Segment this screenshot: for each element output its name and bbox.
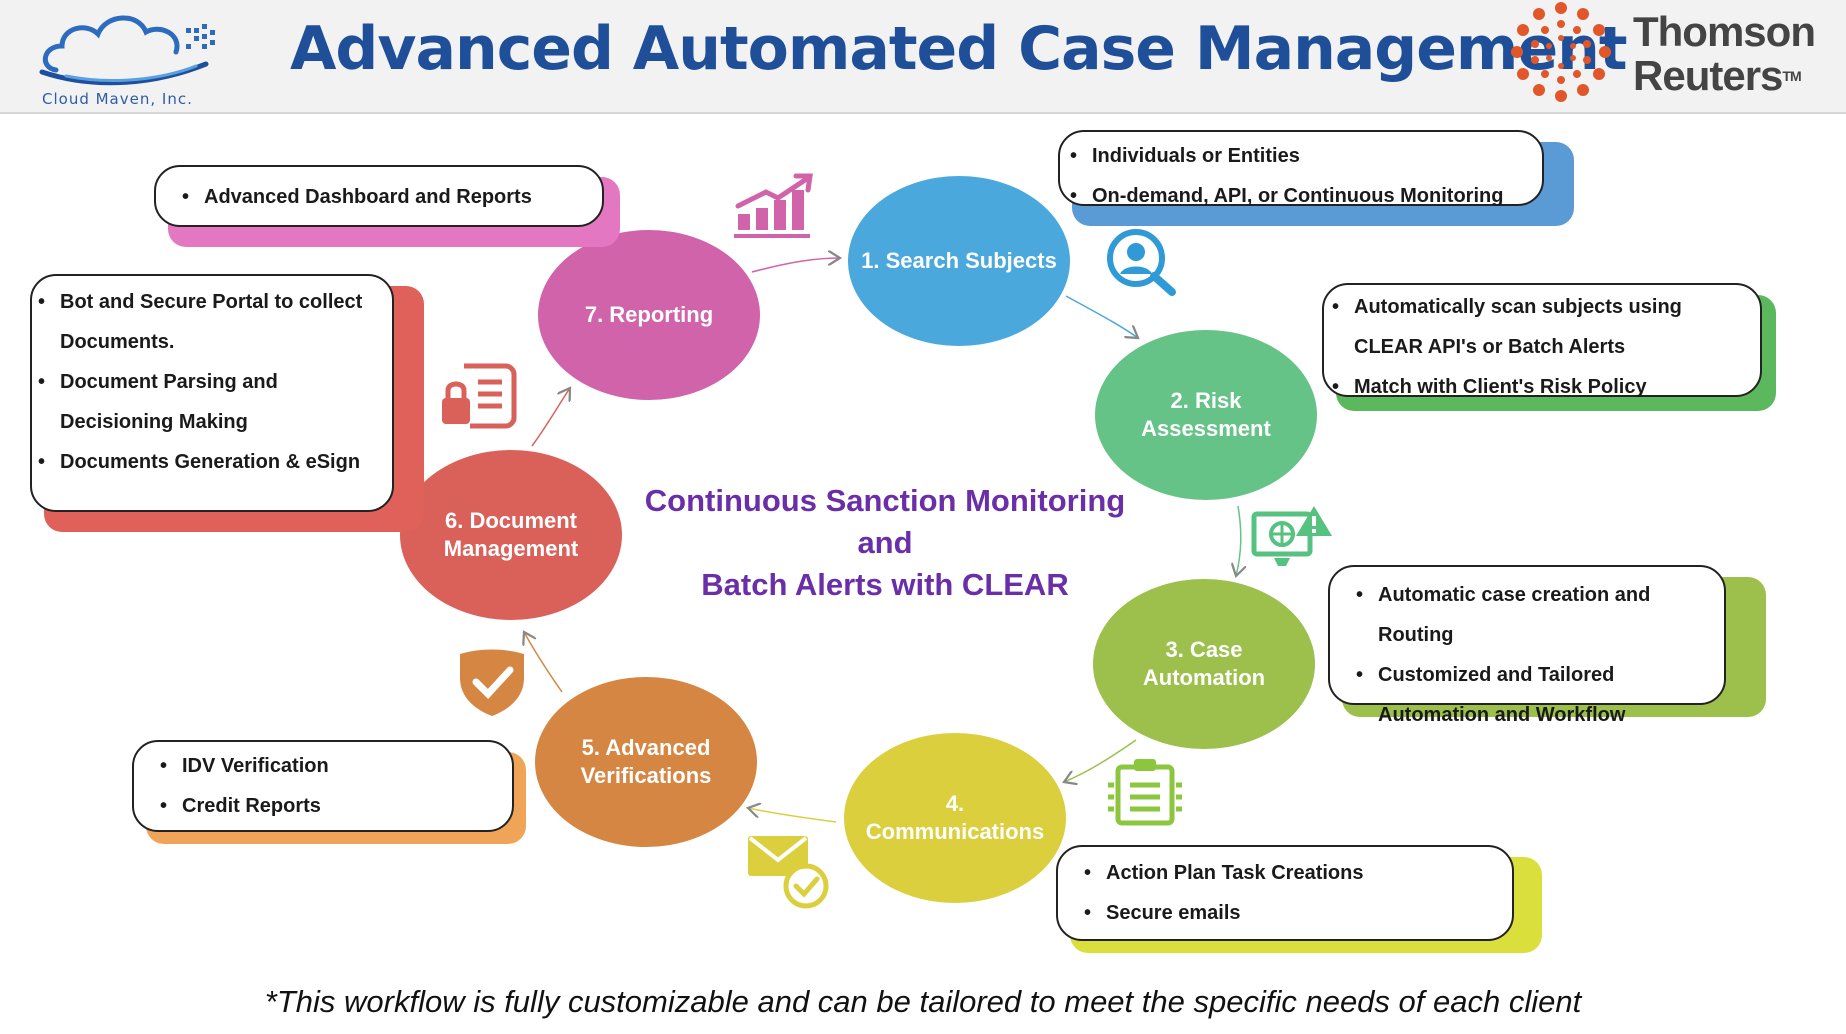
- bullet-item: Credit Reports: [160, 786, 494, 826]
- center-line-2: and: [857, 525, 913, 560]
- tr-line-2: ReutersTM: [1633, 54, 1815, 98]
- center-caption: Continuous Sanction Monitoring and Batch…: [630, 480, 1140, 606]
- bullet-item: Action Plan Task Creations: [1084, 853, 1494, 893]
- bullet-item: Bot and Secure Portal to collect Documen…: [38, 282, 374, 362]
- bullet-item: Automatically scan subjects using CLEAR …: [1332, 287, 1742, 367]
- arrow-6-to-7: [531, 388, 570, 447]
- callout-box: Automatic case creation and Routing Cust…: [1328, 565, 1726, 726]
- callout-box: Bot and Secure Portal to collect Documen…: [30, 274, 394, 512]
- callout-box: Automatically scan subjects using CLEAR …: [1322, 283, 1762, 407]
- bullet-item: On-demand, API, or Continuous Monitoring: [1070, 176, 1524, 216]
- arrow-4-to-5: [748, 808, 837, 823]
- tr-line-1: Thomson: [1633, 8, 1816, 55]
- bullet-item: Individuals or Entities: [1070, 136, 1524, 176]
- step-7-label: 7. Reporting: [584, 302, 714, 327]
- thomson-reuters-wordmark: Thomson ReutersTM: [1633, 8, 1816, 98]
- step-5-label: 5. Advanced Verifications: [580, 735, 712, 788]
- center-line-1: Continuous Sanction Monitoring: [644, 483, 1126, 518]
- arrow-7-to-1: [751, 258, 840, 273]
- thomson-reuters-logo: Thomson ReutersTM: [1505, 0, 1835, 110]
- step-3-case-automation: 3. Case Automation: [1093, 579, 1315, 749]
- callout-box: Individuals or Entities On-demand, API, …: [1058, 130, 1544, 216]
- bullet-item: Document Parsing and Decisioning Making: [38, 362, 374, 442]
- callout-box: Advanced Dashboard and Reports: [154, 165, 604, 227]
- step-4-communications: 4. Communications: [844, 733, 1066, 903]
- bullet-item: Advanced Dashboard and Reports: [182, 177, 584, 217]
- search-person-icon: [1107, 229, 1176, 296]
- step-6-document-management: 6. Document Management: [400, 450, 622, 620]
- tr-line-2-text: Reuters: [1633, 52, 1783, 99]
- arrow-5-to-6: [524, 632, 563, 693]
- shield-check-icon: [460, 649, 524, 716]
- step-3-label: 3. Case Automation: [1142, 637, 1266, 690]
- secure-document-icon: [442, 363, 517, 429]
- trademark-symbol: TM: [1782, 68, 1801, 84]
- arrow-1-to-2: [1065, 295, 1138, 338]
- email-check-icon: [748, 836, 829, 909]
- clipboard-list-icon: [1108, 759, 1182, 826]
- risk-monitor-icon: [1251, 506, 1332, 566]
- bullet-item: Customized and Tailored Automation and W…: [1356, 655, 1706, 735]
- company-name: Cloud Maven, Inc.: [42, 90, 193, 108]
- header-banner: Cloud Maven, Inc. Advanced Automated Cas…: [0, 0, 1846, 114]
- center-line-3: Batch Alerts with CLEAR: [701, 567, 1069, 602]
- step-6-label: 6. Document Management: [443, 508, 579, 561]
- step-2-risk-assessment: 2. Risk Assessment: [1095, 330, 1317, 500]
- growth-chart-icon: [734, 173, 813, 238]
- dotted-circle-logo-icon: [1511, 2, 1611, 102]
- footer-note: *This workflow is fully customizable and…: [264, 984, 1582, 1019]
- callout-box: IDV Verification Credit Reports: [132, 740, 514, 832]
- cloud-maven-logo: Cloud Maven, Inc.: [36, 6, 226, 110]
- step-2-label: 2. Risk Assessment: [1141, 388, 1271, 441]
- step-4-label: 4. Communications: [865, 791, 1045, 844]
- callout-box: Action Plan Task Creations Secure emails: [1056, 845, 1514, 941]
- page-title: Advanced Automated Case Management: [290, 14, 1628, 84]
- bullet-item: IDV Verification: [160, 746, 494, 786]
- step-7-reporting: 7. Reporting: [538, 230, 760, 400]
- step-1-label: 1. Search Subjects: [861, 248, 1057, 273]
- bullet-item: Secure emails: [1084, 893, 1494, 933]
- step-5-advanced-verifications: 5. Advanced Verifications: [535, 677, 757, 847]
- bullet-item: Documents Generation & eSign: [38, 442, 374, 482]
- step-1-search-subjects: 1. Search Subjects: [848, 176, 1070, 346]
- arrow-2-to-3: [1236, 505, 1241, 576]
- bullet-item: Automatic case creation and Routing: [1356, 575, 1706, 655]
- bullet-item: Match with Client's Risk Policy: [1332, 367, 1742, 407]
- cloud-logo-icon: [39, 15, 215, 86]
